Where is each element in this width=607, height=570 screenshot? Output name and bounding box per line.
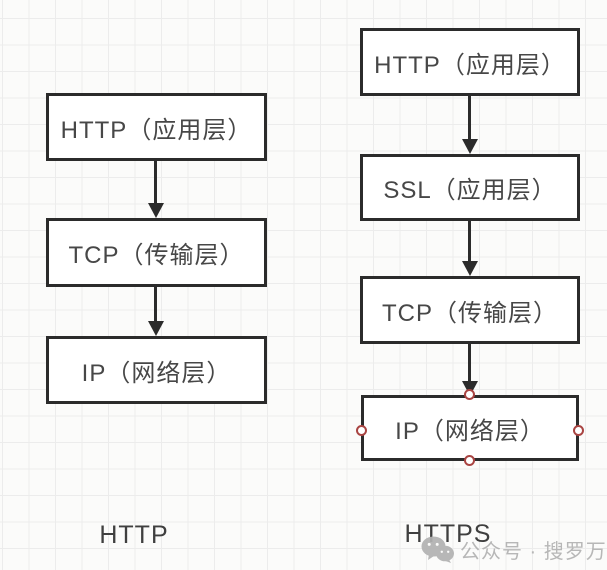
arrow-head (461, 139, 478, 154)
shape-label: TCP（传输层） (68, 242, 245, 269)
watermark: 公众号 · 搜罗万相 (421, 535, 607, 564)
shape-http-left-ip-layer[interactable]: IP（网络层） (46, 336, 267, 404)
shape-https-right-http-layer[interactable]: HTTP（应用层） (360, 28, 580, 96)
arrow-down-icon[interactable] (461, 221, 478, 276)
arrow-down-icon[interactable] (147, 287, 164, 336)
arrow-down-icon[interactable] (461, 96, 478, 154)
shape-https-right-ssl-layer[interactable]: SSL（应用层） (360, 154, 580, 221)
shape-label: SSL（应用层） (383, 177, 557, 204)
arrow-shaft (154, 287, 157, 322)
shape-label: TCP（传输层） (382, 299, 558, 327)
selection-handle-right[interactable] (573, 425, 584, 436)
shape-label: HTTP（应用层） (60, 116, 253, 144)
arrow-shaft (154, 161, 157, 204)
shape-http-left-tcp-layer[interactable]: TCP（传输层） (46, 218, 267, 287)
shape-label: IP（网络层） (81, 359, 232, 387)
arrow-shaft (468, 96, 471, 140)
arrow-shaft (468, 221, 471, 262)
shape-https-right-tcp-layer[interactable]: TCP（传输层） (360, 276, 580, 344)
arrow-head (147, 203, 164, 218)
caption-https[interactable]: HTTPS (404, 520, 492, 548)
selection-handle-left[interactable] (356, 425, 367, 436)
arrow-down-icon[interactable] (147, 161, 164, 218)
selection-handle-top[interactable] (464, 389, 475, 400)
shape-http-left-http-layer[interactable]: HTTP（应用层） (46, 93, 267, 161)
arrow-head (461, 261, 478, 276)
arrow-shaft (468, 344, 471, 382)
shape-https-right-ip-layer-selected[interactable]: IP（网络层） (361, 395, 579, 461)
shape-label: HTTP（应用层） (374, 51, 566, 79)
selection-handle-bottom[interactable] (464, 455, 475, 466)
wechat-icon (421, 536, 454, 563)
watermark-text: 公众号 · 搜罗万相 (460, 541, 607, 563)
shape-label: IP（网络层） (395, 417, 545, 445)
caption-http[interactable]: HTTP (99, 521, 169, 549)
arrow-head (147, 321, 164, 336)
